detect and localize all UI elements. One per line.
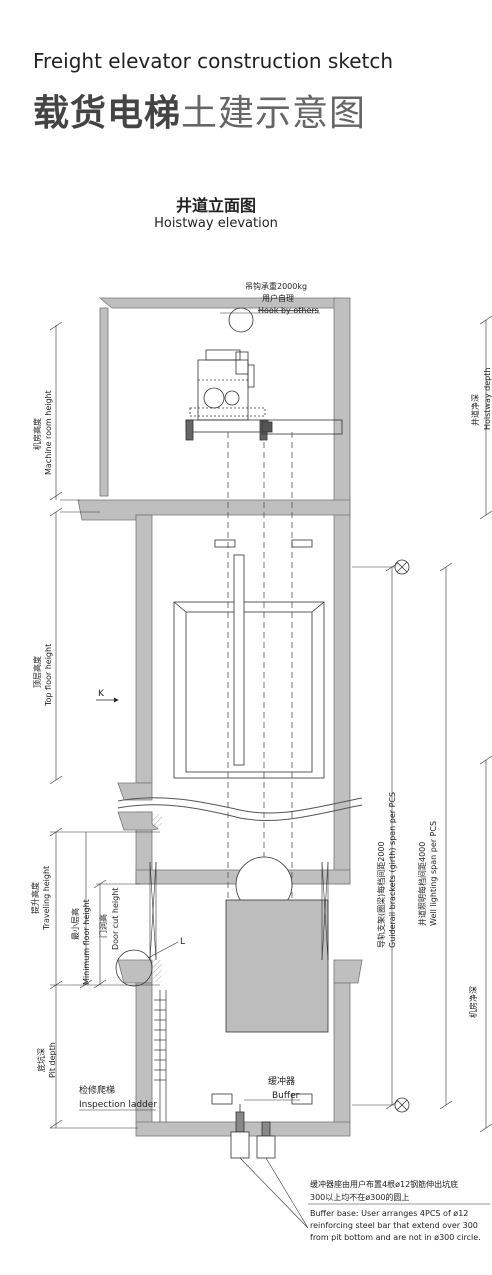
note-en-2: reinforcing steel bar that extend over 3… (310, 1221, 478, 1230)
lighting-label-en: Well lighting span per PCS (429, 821, 438, 926)
ladder-label-zh: 检修爬梯 (79, 1084, 115, 1096)
break-line (117, 797, 363, 821)
page-title-zh-light: 土建示意图 (181, 93, 367, 134)
note-en-1: Buffer base: User arranges 4PCS of ø12 (310, 1209, 468, 1218)
top-floor-height-en: Top floor height (44, 644, 53, 707)
min-floor-height-en: Minimum floor height (82, 899, 91, 985)
guiderail-label-zh: 导轨支架(圈梁)每档间距2000 (376, 841, 386, 948)
machine-depth-zh: 机房净深 (468, 986, 478, 1018)
note-zh-2: 300以上均不在ø300的圆上 (310, 1192, 409, 1202)
buffer-label-en: Buffer (272, 1091, 300, 1101)
top-floor-height-zh: 顶层高度 (32, 656, 42, 688)
lighting-label-zh: 井道照明每档间距4000 (417, 842, 427, 926)
hoistway-depth-en: Hoistway depth (483, 368, 492, 430)
label-l: L (180, 937, 185, 947)
page-title-zh-bold: 载货电梯 (33, 93, 182, 134)
lamp-icon (394, 559, 410, 575)
label-k: K (98, 689, 105, 699)
inspection-ladder (154, 990, 167, 1122)
hook-label-zh-2: 用户自理 (262, 293, 294, 303)
page-title-en: Freight elevator construction sketch (33, 49, 394, 73)
traction-machine (185, 349, 269, 441)
elevator-car (173, 539, 325, 779)
door-cut-height-en: Door cut height (111, 888, 120, 950)
hook-label-zh-1: 吊钩承重2000kg (245, 281, 307, 291)
pit-depth-zh: 底坑深 (36, 1048, 46, 1072)
min-floor-height-zh: 最小层高 (70, 908, 80, 940)
ladder-label-en: Inspection ladder (79, 1100, 157, 1110)
lamp-icon (394, 1097, 410, 1113)
buffer-label-zh: 缓冲器 (268, 1075, 295, 1087)
page-title-zh: 载货电梯土建示意图 (33, 84, 366, 136)
pit-depth-en: Pit depth (48, 1042, 57, 1078)
hook-label-en: Hook by others (258, 306, 319, 315)
note-zh-1: 缓冲器座由用户布置4根ø12钢筋伸出坑底 (310, 1179, 458, 1189)
machine-room-height-en: Machine room height (44, 390, 53, 475)
hoist-ropes (227, 432, 293, 900)
traveling-height-zh: 提升高度 (30, 882, 40, 914)
machine-beam (261, 419, 343, 435)
diagram-title-zh: 井道立面图 (175, 196, 256, 215)
note-en-3: from pit bottom and are not in ø300 circ… (310, 1233, 481, 1242)
hoistway-depth-zh: 井道净深 (470, 394, 480, 426)
machine-room-height-zh: 机房高度 (32, 418, 42, 450)
guiderail-label-en: Guiderail brackets (girth) span per PCS (388, 792, 397, 948)
diagram-title-en: Hoistway elevation (154, 216, 278, 231)
hoistway-walls (77, 297, 363, 984)
door-cut-height-zh: 门洞高 (98, 914, 108, 938)
traveling-height-en: Traveling height (42, 866, 51, 931)
buffers (211, 1093, 313, 1159)
hook-icon (228, 307, 254, 333)
detail-circle-l (115, 949, 153, 987)
counterweight (225, 856, 329, 1033)
